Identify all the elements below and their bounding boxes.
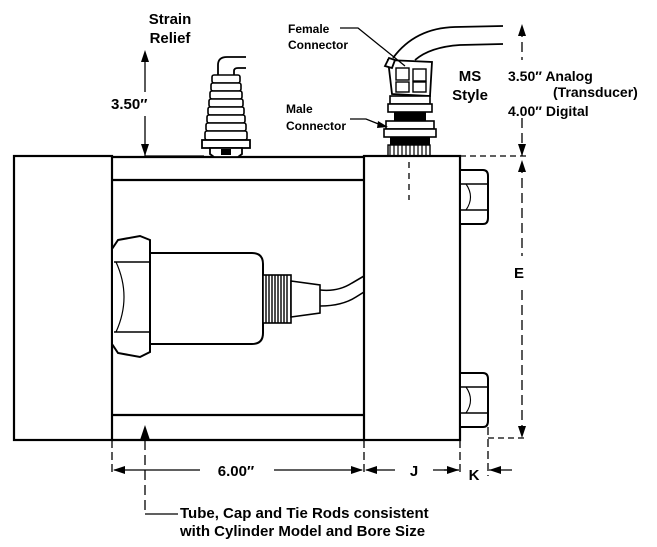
transducer-connector: [262, 274, 321, 324]
leader-lines: [340, 27, 406, 128]
right-end-cap: [362, 154, 462, 442]
ms-style-label-line1: MS: [459, 68, 482, 85]
male-connector-label-line1: Male: [286, 102, 313, 116]
transducer-body: [149, 252, 264, 345]
strain-relief: [201, 56, 251, 158]
extension-lines: [111, 427, 489, 476]
transducer-hex-nut: [111, 234, 151, 359]
ms-style-label-line2: Style: [452, 87, 488, 104]
footnote-leader: [140, 425, 178, 515]
dim-k: [444, 466, 512, 474]
dim-600: [113, 466, 363, 474]
dim-600-label: 6.00″: [218, 463, 254, 480]
tie-rod-nut-top: [459, 169, 489, 225]
strain-relief-label-line1: Strain: [149, 11, 192, 28]
analog-label-line1: 3.50″ Analog: [508, 68, 593, 84]
male-connector-label-line2: Connector: [286, 119, 346, 133]
strain-relief-label-line2: Relief: [150, 30, 192, 47]
footnote-line2: with Cylinder Model and Bore Size: [179, 523, 425, 540]
dim-j-label: J: [410, 463, 418, 480]
female-connector-label-line1: Female: [288, 22, 330, 36]
dim-connector-height: [460, 24, 528, 157]
left-end-cap: [12, 154, 114, 442]
analog-label-line2: (Transducer): [553, 84, 638, 100]
dim-strain-relief-height: [141, 50, 204, 157]
dim-e-label: E: [514, 265, 524, 282]
tie-rod-nut-bottom: [459, 372, 489, 428]
internal-cable: [319, 275, 365, 307]
dim-e: [488, 160, 528, 439]
female-connector-label-line2: Connector: [288, 38, 348, 52]
ms-connector: [383, 25, 504, 157]
dim-350-label: 3.50″: [111, 96, 147, 113]
footnote-line1: Tube, Cap and Tie Rods consistent: [180, 505, 429, 522]
digital-label: 4.00″ Digital: [508, 103, 589, 119]
dim-k-label: K: [469, 467, 480, 484]
